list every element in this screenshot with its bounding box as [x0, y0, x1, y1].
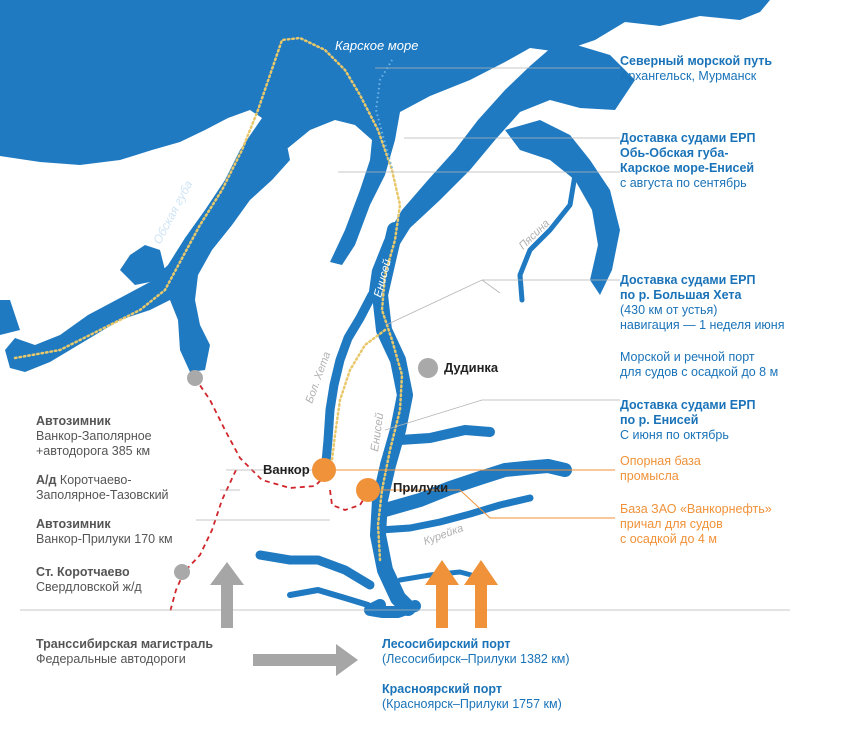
- winter1-sub-1: Ванкор-Заполярное: [36, 429, 152, 443]
- erp-kheta-note: Доставка судами ЕРП по р. Большая Хета (…: [620, 273, 784, 333]
- sea-label: Карское море: [335, 38, 418, 53]
- dudinka-marker: [418, 358, 438, 378]
- arrow-up-orange-2: [464, 560, 498, 628]
- lesosib-note: Лесосибирский порт (Лесосибирск–Прилуки …: [382, 637, 570, 667]
- erp-route: [13, 36, 404, 562]
- vankor-marker: [312, 458, 336, 482]
- arrow-right-gray: [253, 644, 358, 676]
- erp-kheta-title-2: по р. Большая Хета: [620, 288, 742, 302]
- port-line-1: Морской и речной порт: [620, 350, 755, 364]
- station-title: Ст. Коротчаево: [36, 565, 130, 579]
- krasn-title: Красноярский порт: [382, 682, 502, 696]
- erp-kheta-sub-2: навигация — 1 неделя июня: [620, 318, 785, 332]
- nsr-sub: Архангельск, Мурманск: [620, 69, 757, 83]
- dudinka-port-note: Морской и речной порт для судов с осадко…: [620, 350, 778, 380]
- base-note: Опорная база промысла: [620, 454, 701, 484]
- base-line-2: промысла: [620, 469, 679, 483]
- base-line-1: Опорная база: [620, 454, 701, 468]
- station-marker-korotchaevo: [174, 564, 190, 580]
- nsr-title: Северный морской путь: [620, 54, 773, 68]
- road-title: А/д: [36, 473, 57, 487]
- erp-ob-title-1: Доставка судами ЕРП: [620, 131, 756, 145]
- tributaries: [255, 142, 578, 608]
- orange-leaders: [334, 469, 615, 519]
- krasn-note: Красноярский порт (Красноярск–Прилуки 17…: [382, 682, 562, 712]
- vankorneft-note: База ЗАО «Ванкорнефть» причал для судов …: [620, 502, 772, 547]
- transsib-sub: Федеральные автодороги: [36, 652, 186, 666]
- station-note: Ст. Коротчаево Свердловской ж/д: [36, 565, 142, 595]
- port-line-2: для судов с осадкой до 8 м: [620, 365, 779, 379]
- erp-yenisei-title-1: Доставка судами ЕРП: [620, 398, 756, 412]
- road-note: А/д Коротчаево- Заполярное-Тазовский: [36, 473, 169, 503]
- nsr-route: [374, 59, 393, 169]
- winter-road-2-note: Автозимник Ванкор-Прилуки 170 км: [36, 517, 173, 547]
- lesosib-sub: (Лесосибирск–Прилуки 1382 км): [382, 652, 570, 666]
- krasn-sub: (Красноярск–Прилуки 1757 км): [382, 697, 562, 711]
- road-sub: Заполярное-Тазовский: [36, 488, 169, 502]
- erp-yenisei-title-2: по р. Енисей: [620, 413, 699, 427]
- place-priluki: Прилуки: [393, 480, 449, 495]
- kara-sea: [0, 0, 770, 265]
- place-vankor: Ванкор: [263, 462, 310, 477]
- station-sub: Свердловской ж/д: [36, 580, 142, 594]
- transsib-note: Транссибирская магистраль Федеральные ав…: [36, 637, 213, 667]
- vn-line-2: причал для судов: [620, 517, 723, 531]
- place-dudinka: Дудинка: [444, 360, 499, 375]
- arrow-up-orange-1: [425, 560, 459, 628]
- yenisei-gulf: [368, 40, 635, 300]
- winter2-sub: Ванкор-Прилуки 170 км: [36, 532, 173, 546]
- erp-yenisei-sub: С июня по октябрь: [620, 428, 729, 442]
- leader-lines: [20, 67, 790, 611]
- winter1-title: Автозимник: [36, 414, 111, 428]
- erp-kheta-sub-1: (430 км от устья): [620, 303, 718, 317]
- station-marker-north: [187, 370, 203, 386]
- lesosib-title: Лесосибирский порт: [382, 637, 511, 651]
- erp-ob-title-3: Карское море-Енисей: [620, 161, 755, 175]
- yenisei-south-label: Енисей: [369, 412, 386, 453]
- vn-line-3: с осадкой до 4 м: [620, 532, 717, 546]
- vn-line-1: База ЗАО «Ванкорнефть»: [620, 502, 772, 516]
- erp-ob-note: Доставка судами ЕРП Обь-Обская губа- Кар…: [620, 131, 755, 191]
- winter2-title: Автозимник: [36, 517, 111, 531]
- ob-gulf: [0, 118, 290, 372]
- erp-ob-sub: с августа по сентябрь: [620, 176, 747, 190]
- winter1-sub-2: +автодорога 385 км: [36, 444, 151, 458]
- arrow-up-gray: [210, 562, 244, 628]
- winter-road-1-note: Автозимник Ванкор-Заполярное +автодорога…: [36, 414, 152, 459]
- erp-yenisei-note: Доставка судами ЕРП по р. Енисей С июня …: [620, 398, 755, 443]
- transsib-title: Транссибирская магистраль: [36, 637, 214, 651]
- priluki-marker: [356, 478, 380, 502]
- road-title-rest: Коротчаево-: [56, 473, 132, 487]
- nsr-note: Северный морской путь Архангельск, Мурма…: [620, 54, 772, 84]
- erp-kheta-title-1: Доставка судами ЕРП: [620, 273, 756, 287]
- erp-ob-title-2: Обь-Обская губа-: [620, 146, 729, 160]
